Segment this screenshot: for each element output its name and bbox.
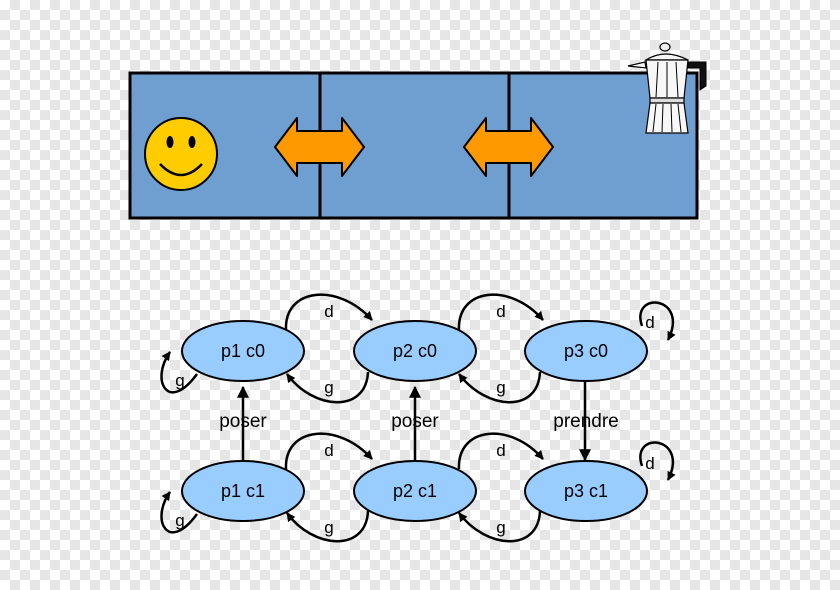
edge-d-p1c1-p2c1 [284,432,373,470]
edge-d-p2c0-p3c0 [457,293,544,331]
state-p3c0[interactable]: p3 c0 [524,320,648,382]
state-label: p3 c0 [564,341,608,361]
edge-g-p3c1-p2c1 [458,510,542,543]
state-p1c1[interactable]: p1 c1 [181,460,305,522]
corridor [128,71,699,220]
edge-g-p1c1-self [160,491,199,534]
state-label: p3 c1 [564,481,608,501]
action-labels: poser poser prendre [219,411,619,432]
edge-g-p2c1-p1c1 [285,510,370,543]
edge-label-d: d [324,441,333,460]
state-p3c1[interactable]: p3 c1 [524,460,648,522]
edge-label-g: g [324,518,333,537]
action-label-poser: poser [391,411,439,432]
double-arrow-icon [463,117,554,177]
edge-label-d: d [324,302,333,321]
edge-d-p2c1-p3c1 [457,432,544,470]
action-label-prendre: prendre [553,411,619,432]
edge-labels: d d d g g g d d d g g g [175,302,654,537]
state-label: p2 c0 [393,341,437,361]
edge-label-d: d [645,454,654,473]
edge-g-p1c0-self [160,351,199,394]
edge-d-p3c0-self [639,301,676,341]
edge-label-d: d [496,302,505,321]
edge-g-p2c0-p1c0 [285,371,370,404]
edge-label-g: g [175,511,184,530]
edge-d-p3c1-self [639,441,676,481]
state-p2c0[interactable]: p2 c0 [353,320,477,382]
edge-label-d: d [496,441,505,460]
edge-d-p1c0-p2c0 [284,293,373,331]
state-label: p1 c1 [221,481,265,501]
edge-label-g: g [175,371,184,390]
double-arrow-icon [274,117,365,177]
action-label-poser: poser [219,411,267,432]
edges [160,293,676,543]
state-p2c1[interactable]: p2 c1 [353,460,477,522]
state-p1c0[interactable]: p1 c0 [181,320,305,382]
coffee-maker-icon [627,42,707,134]
edge-g-p3c0-p2c0 [458,371,542,404]
state-label: p1 c0 [221,341,265,361]
edge-label-g: g [324,378,333,397]
edge-label-g: g [496,518,505,537]
state-label: p2 c1 [393,481,437,501]
smiley-icon [144,117,218,191]
edge-label-g: g [496,378,505,397]
edge-label-d: d [645,313,654,332]
